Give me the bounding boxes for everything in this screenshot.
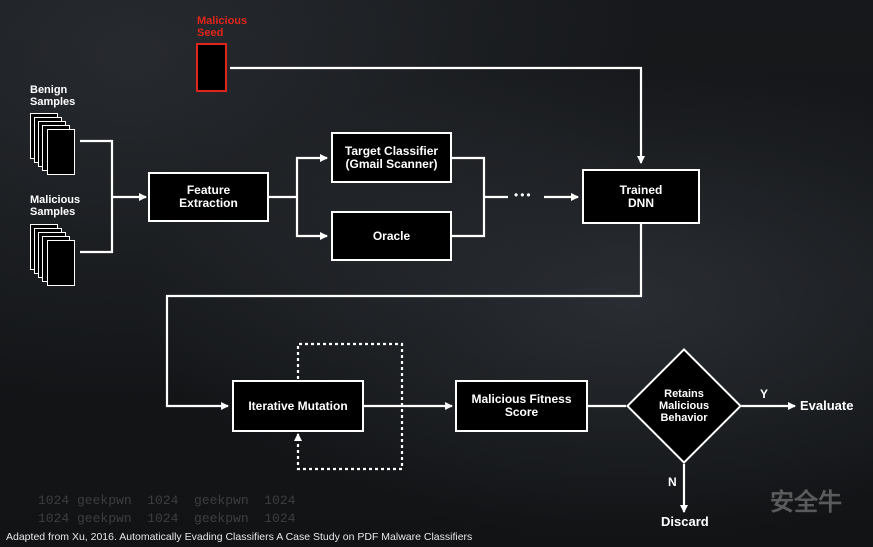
malicious-seed-icon [196,43,227,92]
malicious-fitness-score-box: Malicious Fitness Score [455,380,588,432]
ellipsis: ••• [514,188,533,202]
watermark-line-2: 1024 geekpwn 1024 geekpwn 1024 [38,511,296,526]
logo-text: 安全牛 [770,489,842,516]
malicious-samples-label: Malicious Samples [30,194,81,218]
discard-label: Discard [661,514,709,529]
edge-to-oracle [295,197,328,240]
no-label: N [668,475,677,489]
decision-label: Retains Malicious Behavior [658,388,710,424]
feature-extraction-box: Feature Extraction [148,172,269,222]
benign-samples-label: Benign Samples [30,84,76,108]
edge-seed-to-dnn [230,66,645,164]
target-classifier-box: Target Classifier (Gmail Scanner) [331,132,452,183]
iterative-mutation-box: Iterative Mutation [232,380,364,432]
edge-to-target [295,154,328,197]
edge-mutation-loop [294,342,404,471]
edge-oracle-out [451,197,486,238]
trained-dnn-box: Trained DNN [582,169,700,224]
yes-label: Y [760,387,769,401]
edge-malicious [80,197,114,254]
malicious-seed-label: Malicious Seed [197,15,248,39]
evaluate-label: Evaluate [800,398,854,413]
edge-benign [80,139,114,197]
watermark-line-1: 1024 geekpwn 1024 geekpwn 1024 [38,493,296,508]
source-caption: Adapted from Xu, 2016. Automatically Eva… [6,531,473,543]
edge-dnn-to-mutation [165,224,643,410]
edge-target-out [451,156,486,197]
oracle-box: Oracle [331,211,452,261]
